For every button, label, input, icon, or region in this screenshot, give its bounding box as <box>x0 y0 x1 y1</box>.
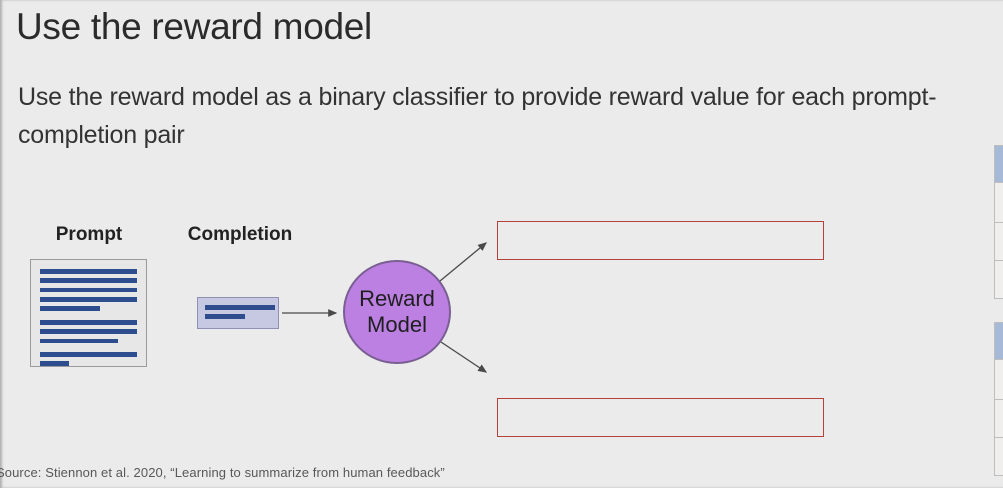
text-line-bar <box>205 305 275 310</box>
table-title: Tommy loves television <box>994 145 1003 183</box>
empty-cell <box>993 359 1003 400</box>
negative-class-label: Negative class (hate) <box>993 437 1003 476</box>
positive-class-label: Positive class (not hate) <box>993 222 1003 261</box>
text-line-bar <box>40 287 137 293</box>
text-line-bar <box>40 269 137 274</box>
positive-row-highlight <box>497 221 824 260</box>
positive-class-label: Positive class (not hate) <box>993 399 1003 438</box>
arrow-model-to-table2 <box>440 341 488 373</box>
page-title: Use the reward model <box>16 6 372 47</box>
reward-model-label: Reward Model <box>359 286 435 337</box>
table-title: Tommy hates gross movies <box>994 322 1003 360</box>
table-row-positive: Positive class (not hate) 3.171875 0.996… <box>993 222 1003 261</box>
text-line-bar <box>40 361 70 366</box>
slide-subtitle: Use the reward model as a binary classif… <box>18 83 937 149</box>
text-line-bar <box>40 351 137 357</box>
source-citation: Source: Stiennon et al. 2020, “Learning … <box>0 465 445 480</box>
table-row-negative: Negative class (hate) 0.137695 0.664062 <box>993 437 1003 476</box>
text-line-bar <box>40 338 118 344</box>
prompt-label: Prompt <box>55 224 123 245</box>
table-row-negative: Negative class (hate) -2.609375 0.003082 <box>993 260 1003 299</box>
table-row-positive: Positive class (not hate) -0.535156 0.33… <box>993 399 1003 438</box>
classifier-table: Tommy hates gross movies Logits Probabil… <box>993 322 1003 476</box>
text-line-bar <box>40 297 137 302</box>
text-line-bar <box>40 329 137 334</box>
completion-label: Completion <box>187 224 293 245</box>
positive-row-highlight <box>497 398 824 437</box>
completion-document-icon <box>197 297 279 329</box>
classifier-table: Tommy loves television Logits Probabilit… <box>993 145 1003 299</box>
text-line-bar <box>40 278 137 284</box>
negative-class-label: Negative class (hate) <box>993 260 1003 299</box>
prompt-document-icon <box>30 259 147 367</box>
text-line-bar <box>40 306 101 312</box>
reward-model-node: Reward Model <box>343 260 451 364</box>
text-line-bar <box>205 314 245 319</box>
empty-cell <box>993 182 1003 223</box>
text-line-bar <box>40 319 137 325</box>
arrow-model-to-table1 <box>439 242 488 282</box>
